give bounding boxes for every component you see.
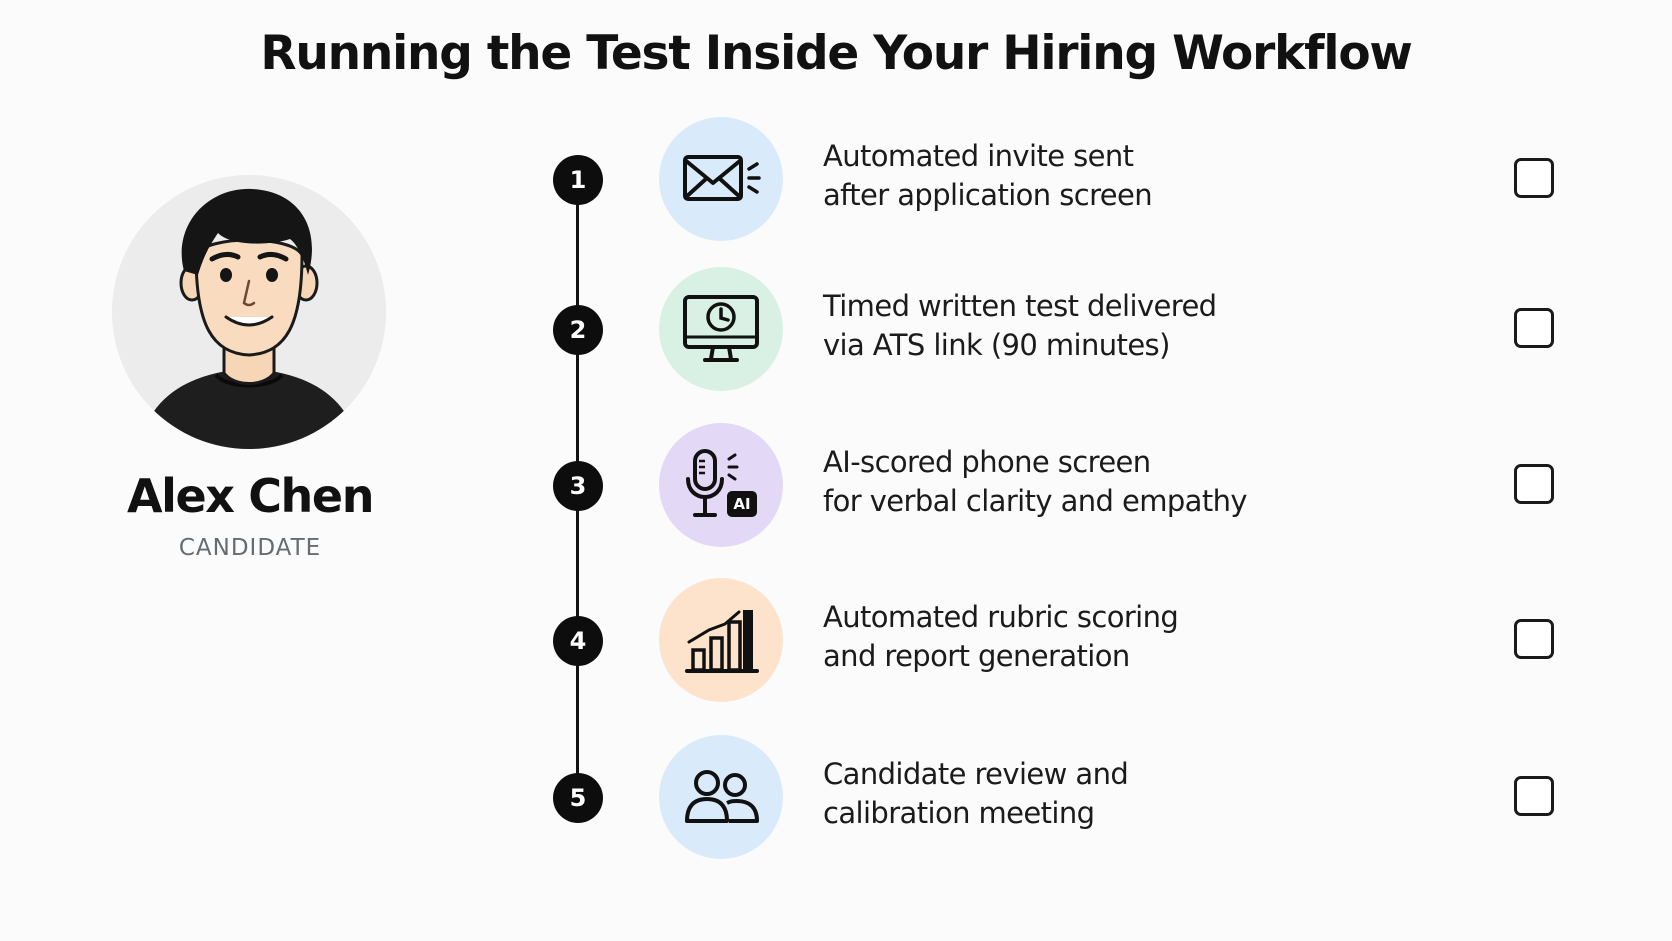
step-description: AI-scored phone screen for verbal clarit… (823, 445, 1248, 518)
avatar (112, 175, 386, 449)
step-checkbox-1[interactable] (1514, 158, 1554, 198)
step-number-badge: 1 (553, 155, 603, 205)
workflow-step-2: 2 Timed written test delivered via ATS l… (0, 264, 1672, 394)
step-description: Automated invite sent after application … (823, 139, 1153, 212)
step-icon-circle (659, 267, 783, 391)
step-icon-circle (659, 578, 783, 702)
step-icon-circle (659, 735, 783, 859)
bar-chart-icon (685, 610, 759, 673)
workflow-step-4: 4 Automated rubric scoring and report ge… (0, 575, 1672, 705)
candidate-role: CANDIDATE (178, 535, 322, 561)
step-description: Timed written test delivered via ATS lin… (823, 289, 1217, 362)
workflow-step-5: 5 Candidate review and calibration meeti… (0, 732, 1672, 862)
step-checkbox-3[interactable] (1514, 464, 1554, 504)
ai-badge-label: AI (733, 495, 751, 513)
step-description: Candidate review and calibration meeting (823, 757, 1129, 830)
step-checkbox-4[interactable] (1514, 619, 1554, 659)
page-title: Running the Test Inside Your Hiring Work… (260, 26, 1413, 81)
avatar-illustration (112, 175, 386, 449)
monitor-clock-icon (683, 295, 759, 362)
step-description: Automated rubric scoring and report gene… (823, 600, 1179, 673)
step-number-badge: 4 (553, 616, 603, 666)
workflow-step-3: 3 AI AI-scored phone screen for verbal c… (0, 420, 1672, 550)
candidate-name: Alex Chen (126, 469, 375, 523)
step-number-badge: 5 (553, 773, 603, 823)
envelope-icon (683, 155, 761, 201)
people-icon (685, 770, 759, 823)
step-icon-circle: AI (659, 423, 783, 547)
step-checkbox-5[interactable] (1514, 776, 1554, 816)
step-icon-circle (659, 117, 783, 241)
step-number-badge: 2 (553, 305, 603, 355)
microphone-ai-icon (686, 449, 757, 517)
workflow-step-1: 1 Automated invite sent after applicatio… (0, 114, 1672, 244)
step-checkbox-2[interactable] (1514, 308, 1554, 348)
step-number-badge: 3 (553, 461, 603, 511)
